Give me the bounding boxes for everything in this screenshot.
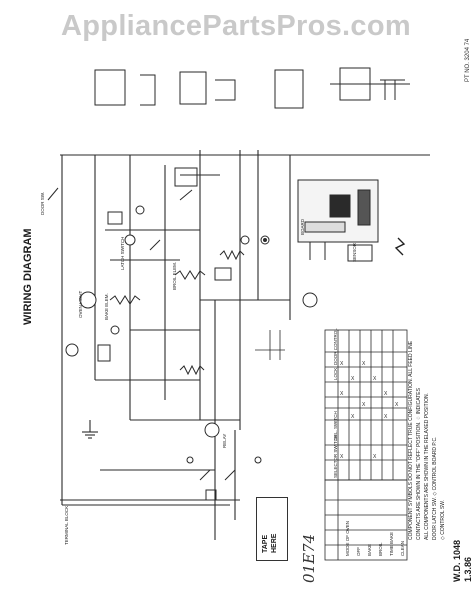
latch-switch-module-b [179,71,207,105]
label-relay: RELAY [222,433,227,448]
note-line: ◇ CONTROL SW. [440,499,446,540]
svg-text:X: X [384,414,388,420]
door-switch-contact [47,187,59,201]
table-row-label: CLEAN [400,540,405,556]
ground-symbol [82,420,98,439]
note-line: DOOR LATCH SW. ◇ CONTROL BOARD P.C. [432,436,438,541]
table-header-selector: SELECTOR SWITCH [333,434,338,478]
indicator-lamp [302,292,318,308]
svg-text:X: X [340,391,344,397]
svg-text:X: X [362,402,366,408]
svg-text:X: X [395,402,399,408]
part-number: PT NO. 3204 74 [465,38,471,82]
tape-label-line-2: HERE [271,533,278,553]
label-door-switch: DOOR SW. [40,191,45,215]
table-row-label: BAKE [367,543,372,556]
table-row-label: TIME BAKE [389,531,394,556]
handwritten-note: 01E74 [300,533,318,583]
latch-switch-module [94,69,126,106]
oven-light-symbol [79,291,97,309]
watermark: AppliancePartsPros.com [61,10,411,42]
table-row-label: BROIL [378,542,383,556]
table-left-block [324,479,408,561]
table-header-door-control: DOOR CONTROL [333,328,338,365]
tape-label-line-1: TAPE [262,534,269,553]
note-line: ALL COMPONENTS ARE SHOWN IN THE RELAXED … [424,393,430,540]
label-latch: LATCH SWITCH [120,236,125,270]
relay-box-upper [174,167,198,187]
table-marks: X X X X X X X X X X X X [340,361,399,460]
table-row-label: MODE OF OVEN [345,520,350,556]
label-terminal: TERMINAL BLOCK [64,505,69,545]
tape-box [256,497,288,561]
svg-text:X: X [362,361,366,367]
sensor-connector [347,244,373,262]
table-row-label: OFF [356,547,361,556]
control-board [297,179,379,243]
diagram-title: WIRING DIAGRAM [22,228,34,325]
relay-module [274,69,304,109]
tape-label: TAPE HERE [261,534,279,553]
table-header-sel-switch: SEL. SWITCH [333,411,338,440]
label-bake-element: BAKE ELEM. [104,293,109,320]
table-header-lock: LOCK [333,367,338,380]
bake-element [109,295,141,305]
label-oven-light: OVEN LIGHT [78,290,83,318]
svg-text:X: X [340,454,344,460]
label-board: BOARD [300,218,305,235]
note-line: CONTACTS ARE SHOWN IN THE "OFF" POSITION… [416,388,422,540]
relay-coil [204,422,220,438]
clean-element [179,364,205,376]
label-sensor: SENSOR [352,242,357,262]
note-line: COMPONENT SYMBOLS DO NOT REFLECT TRUE CO… [408,340,414,540]
diagram-notes: COMPONENT SYMBOLS DO NOT REFLECT TRUE CO… [407,341,447,540]
label-broil-element: BROIL ELEM. [172,261,177,290]
svg-text:X: X [384,391,388,397]
svg-text:X: X [340,361,344,367]
wd-number: W.D. 1048 [452,539,462,582]
wd-date: 1.3.86 [463,556,472,582]
svg-text:X: X [373,454,377,460]
motor-symbol [65,343,79,357]
svg-text:X: X [373,376,377,382]
svg-text:X: X [351,376,355,382]
lightning-symbol [394,237,406,256]
heater-element [219,249,245,261]
broil-element [174,270,206,280]
svg-text:X: X [351,414,355,420]
